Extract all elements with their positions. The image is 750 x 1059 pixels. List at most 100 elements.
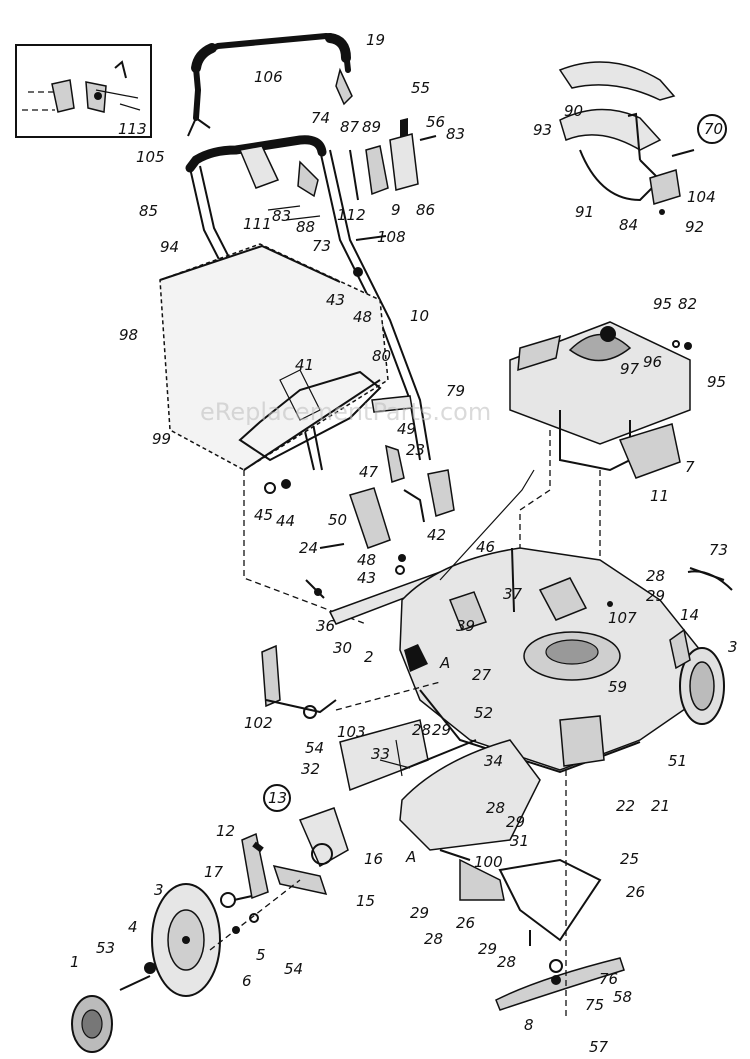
part-label: 49 xyxy=(397,420,416,438)
part-label: 107 xyxy=(608,609,637,627)
part-label: 2 xyxy=(364,648,374,666)
part-label: 31 xyxy=(510,832,529,850)
part-label: 28 xyxy=(412,721,431,739)
part-label: 32 xyxy=(301,760,320,778)
part-label: 92 xyxy=(685,218,704,236)
part-label: 57 xyxy=(589,1038,609,1056)
axle-rod xyxy=(401,739,477,771)
part-label: 24 xyxy=(299,539,318,557)
control-cable xyxy=(439,469,535,581)
part-label: 28 xyxy=(486,799,505,817)
height-adjuster-rear xyxy=(261,644,441,719)
part-label: 13 xyxy=(268,789,287,807)
part-label: 96 xyxy=(643,353,662,371)
part-label: 29 xyxy=(506,813,525,831)
mower-deck xyxy=(399,547,701,774)
part-label: 37 xyxy=(503,585,523,603)
part-label: 7 xyxy=(685,458,695,476)
part-label: 45 xyxy=(254,506,273,524)
part-label: 17 xyxy=(204,863,224,881)
part-label: 10 xyxy=(410,307,429,325)
part-label: 8 xyxy=(524,1016,534,1034)
engine xyxy=(509,321,692,479)
part-label: 52 xyxy=(474,704,493,722)
part-label: 106 xyxy=(254,68,283,86)
part-label: 28 xyxy=(424,930,443,948)
part-label: 105 xyxy=(136,148,165,166)
callout-circle-13 xyxy=(263,784,291,812)
part-label: 73 xyxy=(312,237,331,255)
part-label: 87 xyxy=(340,118,360,136)
part-label: 9 xyxy=(391,201,401,219)
part-label: 47 xyxy=(359,463,379,481)
part-label: 23 xyxy=(406,441,425,459)
part-label: 97 xyxy=(620,360,640,378)
part-label: 93 xyxy=(533,121,552,139)
grass-catcher xyxy=(159,243,389,471)
part-label: 82 xyxy=(678,295,697,313)
side-chute xyxy=(399,739,541,901)
part-label: 74 xyxy=(311,109,330,127)
part-label: A xyxy=(439,654,450,672)
blade-assembly xyxy=(495,770,625,1020)
part-label: 53 xyxy=(96,939,115,957)
part-label: 95 xyxy=(653,295,672,313)
control-levers xyxy=(349,118,437,277)
part-label: 15 xyxy=(356,892,375,910)
part-label: 34 xyxy=(484,752,503,770)
part-label: 85 xyxy=(139,202,158,220)
part-label: 58 xyxy=(613,988,632,1006)
part-label: 28 xyxy=(497,953,516,971)
part-label: 51 xyxy=(668,752,687,770)
part-label: 25 xyxy=(620,850,639,868)
part-label: 83 xyxy=(446,125,465,143)
part-label: 54 xyxy=(305,739,324,757)
part-label: 100 xyxy=(474,853,503,871)
part-label: 29 xyxy=(410,904,429,922)
part-label: 11 xyxy=(650,487,669,505)
part-label: 14 xyxy=(680,606,699,624)
part-label: 27 xyxy=(472,666,492,684)
part-label: 59 xyxy=(608,678,627,696)
part-label: 95 xyxy=(707,373,726,391)
part-label: 90 xyxy=(564,102,583,120)
part-label: 54 xyxy=(284,960,303,978)
part-label: 5 xyxy=(256,946,266,964)
part-label: A xyxy=(405,848,416,866)
part-label: 102 xyxy=(244,714,273,732)
part-label: 19 xyxy=(366,31,385,49)
part-label: 48 xyxy=(357,551,376,569)
part-label: 73 xyxy=(709,541,728,559)
part-label: 46 xyxy=(476,538,495,556)
part-label: 36 xyxy=(316,617,335,635)
part-label: 88 xyxy=(296,218,315,236)
part-label: 50 xyxy=(328,511,347,529)
part-label: 16 xyxy=(364,850,383,868)
part-label: 76 xyxy=(599,970,618,988)
part-label: 91 xyxy=(575,203,594,221)
part-label: 94 xyxy=(160,238,179,256)
part-label: 6 xyxy=(242,972,252,990)
part-label: 33 xyxy=(371,745,390,763)
part-label: 79 xyxy=(446,382,465,400)
part-label: 108 xyxy=(377,228,406,246)
part-label: 75 xyxy=(585,996,604,1014)
part-label: 28 xyxy=(646,567,665,585)
part-label: 43 xyxy=(326,291,345,309)
part-label: 21 xyxy=(651,797,670,815)
part-label: 26 xyxy=(626,883,645,901)
watermark: eReplacementParts.com xyxy=(200,398,491,426)
part-label: 1 xyxy=(70,953,80,971)
part-label: 86 xyxy=(416,201,435,219)
part-label: 83 xyxy=(272,207,291,225)
part-label: 39 xyxy=(456,617,475,635)
part-label: 80 xyxy=(372,347,391,365)
mulcher-kit xyxy=(558,61,695,215)
part-label: 30 xyxy=(333,639,352,657)
part-label: 112 xyxy=(337,206,366,224)
part-label: 42 xyxy=(427,526,446,544)
part-label: 55 xyxy=(411,79,430,97)
part-label: 44 xyxy=(276,512,295,530)
part-label: 3 xyxy=(154,881,164,899)
